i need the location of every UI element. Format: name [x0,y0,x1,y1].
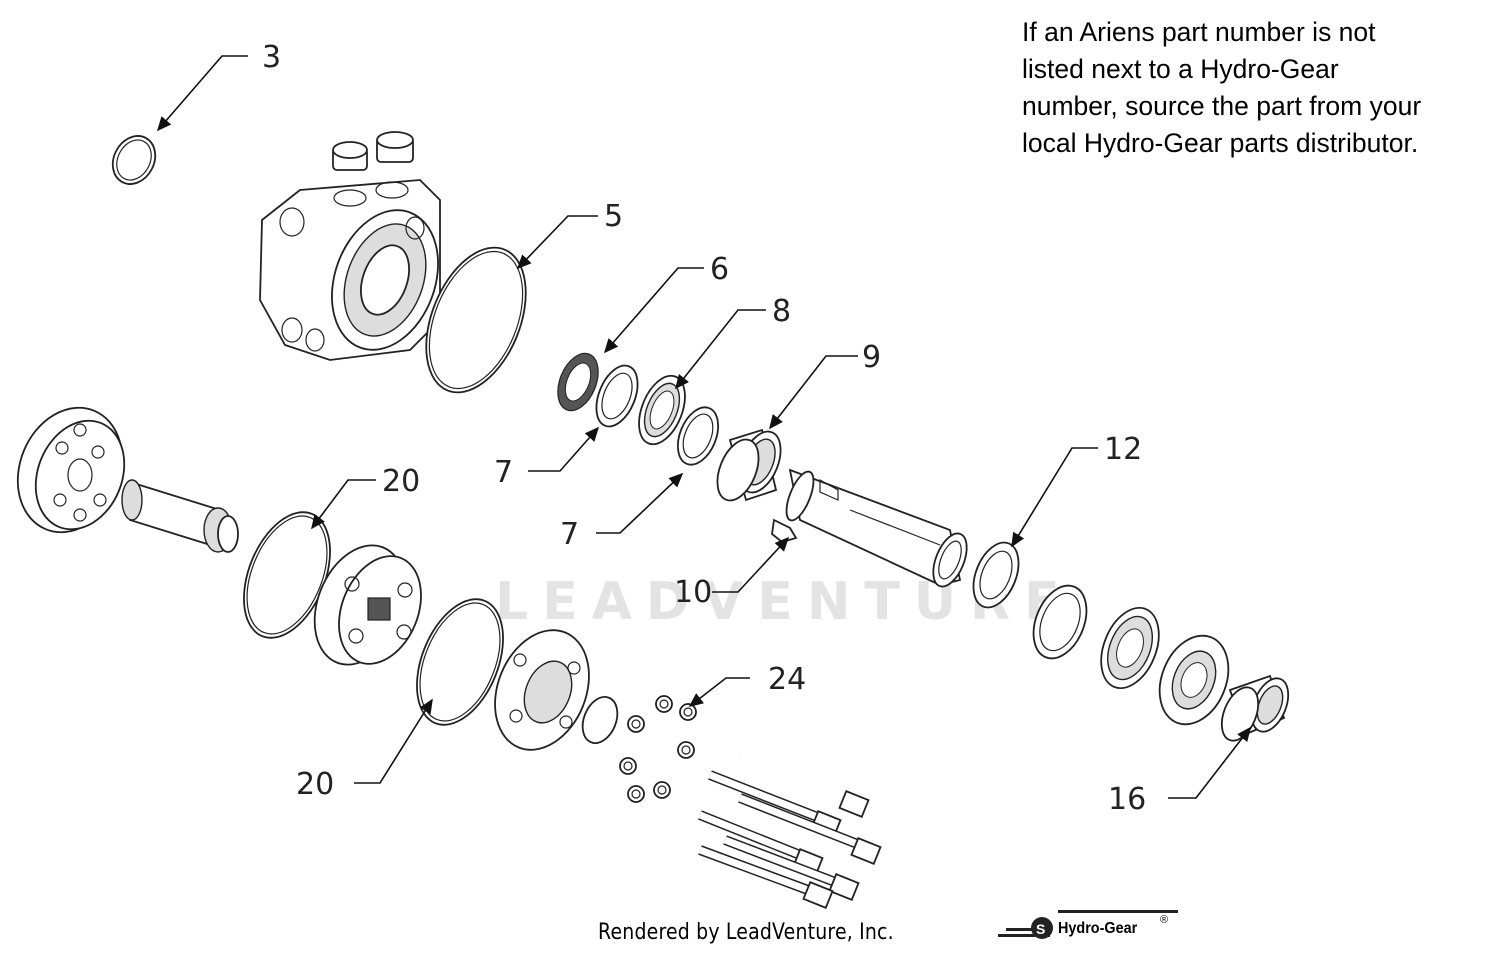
port-plate [494,629,619,751]
callout-8: 8 [772,294,791,329]
callout-7-lower: 7 [560,517,579,552]
rotor-assembly [313,544,422,666]
note-line: If an Ariens part number is not [1022,17,1376,47]
part-20-o-ring-lower [416,598,504,726]
callout-7-upper: 7 [494,455,513,490]
part-3-o-ring [111,135,157,185]
watermark: LEADVENTURE [495,572,1074,632]
part-5-o-ring [425,246,527,394]
part-6-seal [557,352,599,412]
callout-20-lower: 20 [296,767,334,802]
seal-retainer [1100,606,1160,690]
callout-leaders [156,55,1251,799]
svg-text:S: S [1036,921,1045,937]
brand-name: Hydro-Gear [1058,920,1138,937]
motor-housing [259,131,441,361]
callout-12: 12 [1104,432,1142,467]
bearing-cage [1158,634,1230,726]
splined-input-shaft [121,479,239,553]
sourcing-note: If an Ariens part number is not listed n… [1022,14,1492,162]
note-line: local Hydro-Gear parts distributor. [1022,128,1419,158]
registered-mark: ® [1160,914,1169,926]
rendered-by-credit: Rendered by LeadVenture, Inc. [598,920,894,945]
part-9-bushing [716,428,782,502]
part-16-bearing [1220,674,1290,742]
callout-9: 9 [862,340,881,375]
callout-16: 16 [1108,782,1146,817]
part-12-washer [972,541,1020,609]
note-line: listed next to a Hydro-Gear [1022,54,1339,84]
output-shaft [785,468,968,588]
part-24-washers [619,695,697,803]
hydro-gear-logo-icon: S [998,910,1178,939]
part-7-thrust-washer-upper [595,364,639,428]
callout-20-upper: 20 [382,464,420,499]
part-7-thrust-washer-lower [676,406,720,466]
callout-3: 3 [262,40,281,75]
callout-24: 24 [768,662,806,697]
note-line: number, source the part from your [1022,91,1422,121]
part-10-key [771,518,798,543]
retaining-ring [1032,584,1088,660]
callout-5: 5 [604,199,623,234]
callout-10: 10 [674,575,712,610]
end-cap [16,406,126,534]
cap-screws [698,751,882,910]
callout-6: 6 [710,252,729,287]
part-8-thrust-bearing [638,374,686,446]
